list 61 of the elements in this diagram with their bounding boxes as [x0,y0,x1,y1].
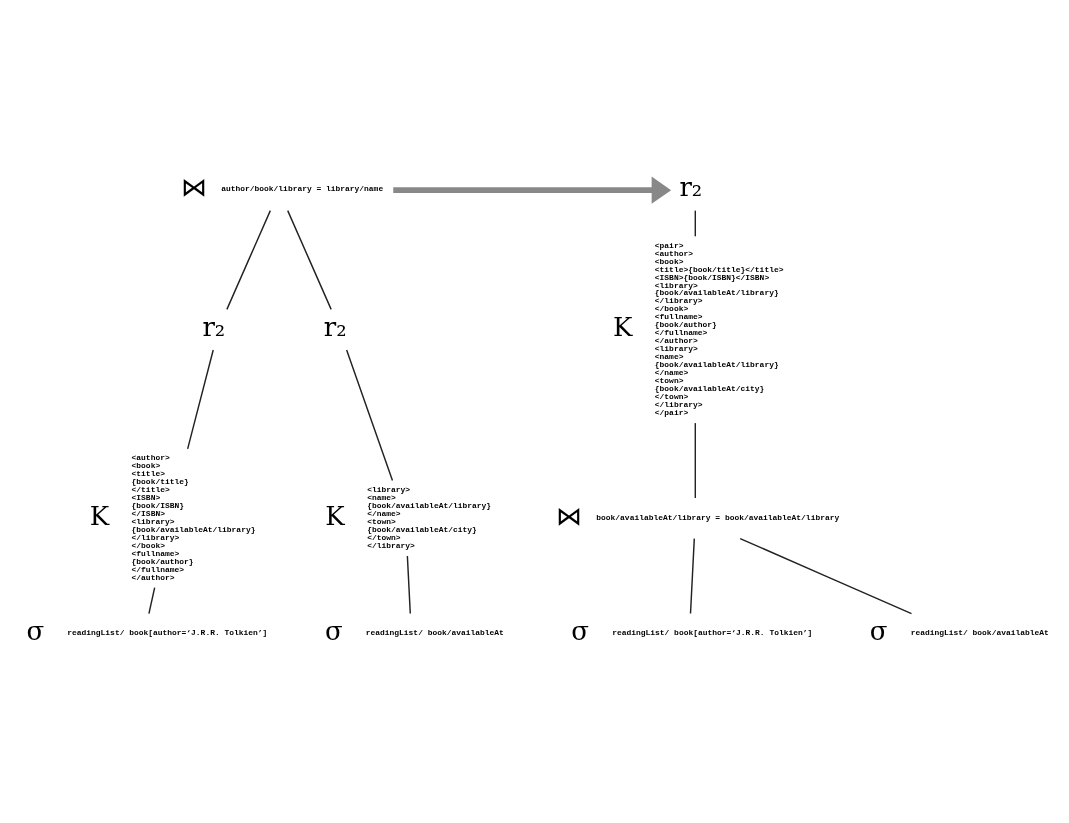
node-label: <title> [131,468,165,478]
connector [689,537,696,614]
node-label: <fullname> [654,311,703,321]
node-label: </book> [654,303,689,313]
node-text: σ [869,615,888,646]
node-label: </book> [131,540,165,550]
connector [406,554,411,614]
node-text: σ [26,615,45,646]
node-label: <author> [131,452,170,462]
connector [345,348,394,481]
arrow [393,175,672,204]
node-label: {book/ISBN} [131,500,184,510]
node-text: ⋈ [555,500,582,531]
node-label: <ISBN> [131,492,161,502]
node-label: <book> [654,256,684,266]
node-label: <book> [131,460,161,470]
node-label: <library> [131,516,175,526]
node-label: {book/availableAt/city} [654,383,765,393]
connector [287,209,332,310]
node-label: readingList/ book/availableAt [910,627,1049,637]
connector [186,348,214,450]
node-label: {book/author} [131,556,194,566]
node-text: r₂ [679,171,703,202]
node-label: readingList/ book[author=‘J.R.R. Tolkien’] [612,627,813,637]
node-label: <name> [367,492,396,502]
node-text: ⋈ [180,171,207,202]
node-label: <library> [654,343,698,353]
node-label: <name> [654,351,684,361]
node-label: </library> [654,399,703,409]
node-label: {book/title} [131,476,189,486]
node-text: K [612,311,633,342]
node-label: {book/availableAt/library} [367,500,492,510]
node-label: {book/author} [654,319,717,329]
node-label: readingList/ book/availableAt [365,627,504,637]
node-label: {book/availableAt/library} [654,359,779,369]
node-text: r₂ [323,311,347,342]
node-text: K [89,500,110,531]
node-label: readingList/ book[author=‘J.R.R. Tolkien’] [67,627,268,637]
node-text: σ [324,615,343,646]
node-text: σ [571,615,590,646]
node-label: <fullname> [131,548,180,558]
node-label: book/availableAt/library = book/availableAt/library [596,512,840,522]
node-label: </pair> [654,407,689,417]
node-label: </author> [654,335,698,345]
node-text: r₂ [202,311,226,342]
connector [226,209,272,310]
node-label: <pair> [654,240,684,250]
connector [739,537,913,614]
node-label: <author> [654,248,693,258]
node-label: <town> [654,375,684,385]
connector [694,421,697,499]
node-label: {book/availableAt/city} [367,524,477,534]
node-label: </author> [131,572,175,582]
connector [694,209,697,237]
node-label: <title>{book/title}</title> [654,264,784,274]
connector [148,586,156,614]
node-label: </library> [367,540,415,550]
node-text: K [325,500,345,531]
node-label: <library> [367,484,411,494]
node-label: <town> [367,516,396,526]
node-label: author/book/library = library/name [221,183,384,193]
